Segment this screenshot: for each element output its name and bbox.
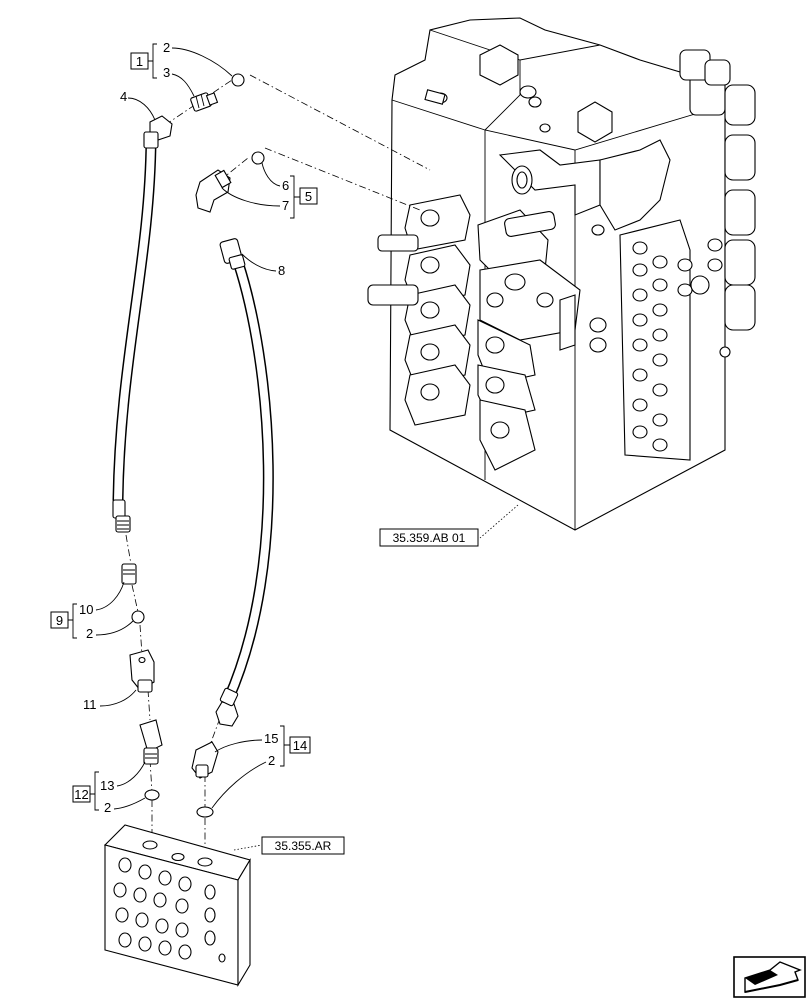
callout-15: 15 (264, 731, 278, 746)
callout-9: 9 (56, 613, 63, 628)
o-ring-9 (131, 610, 145, 624)
callout-3: 3 (163, 65, 170, 80)
adapter-13 (139, 719, 163, 765)
callout-12: 12 (74, 787, 88, 802)
hose-right (215, 238, 274, 727)
adapter-3 (190, 92, 219, 112)
callout-group-14[interactable]: 15 2 14 (211, 725, 311, 809)
callout-1: 1 (136, 54, 143, 69)
check-valve-11 (129, 649, 155, 693)
callout-7: 7 (282, 198, 289, 213)
ref-manifold-label: 35.355.AR (275, 839, 332, 853)
callout-13: 13 (100, 778, 114, 793)
arrow-back-icon[interactable] (733, 956, 806, 998)
svg-text:4: 4 (120, 89, 127, 104)
callout-group-12[interactable]: 12 13 2 (72, 761, 146, 815)
ref-main-valve[interactable]: 35.359.AB 01 (379, 528, 479, 547)
callout-group-1[interactable]: 1 2 3 (130, 40, 233, 97)
adapter-10 (121, 563, 137, 585)
hose-left (112, 115, 173, 533)
svg-text:8: 8 (278, 263, 285, 278)
callout-4[interactable]: 4 (120, 89, 156, 121)
ref-main-valve-label: 35.359.AB 01 (393, 531, 466, 545)
callout-11[interactable]: 11 (83, 689, 137, 712)
callout-2d: 2 (268, 753, 275, 768)
manifold-block (103, 824, 263, 987)
o-ring-top (231, 73, 245, 87)
o-ring-6 (251, 151, 265, 165)
callout-10: 10 (79, 602, 93, 617)
callout-2b: 2 (86, 626, 93, 641)
callout-group-9[interactable]: 9 10 2 (50, 581, 134, 641)
main-control-valve (367, 17, 756, 539)
callout-6: 6 (282, 178, 289, 193)
svg-text:11: 11 (83, 697, 97, 712)
ref-manifold[interactable]: 35.355.AR (261, 836, 345, 855)
o-ring-12 (144, 789, 160, 801)
elbow-7 (195, 169, 232, 213)
callout-2a: 2 (163, 40, 170, 55)
callout-8[interactable]: 8 (241, 253, 285, 278)
callout-2c: 2 (104, 800, 111, 815)
callout-14: 14 (293, 738, 307, 753)
elbow-15 (191, 741, 219, 779)
callout-5: 5 (305, 189, 312, 204)
o-ring-14 (196, 806, 214, 818)
callout-group-5[interactable]: 6 7 5 (221, 162, 318, 219)
